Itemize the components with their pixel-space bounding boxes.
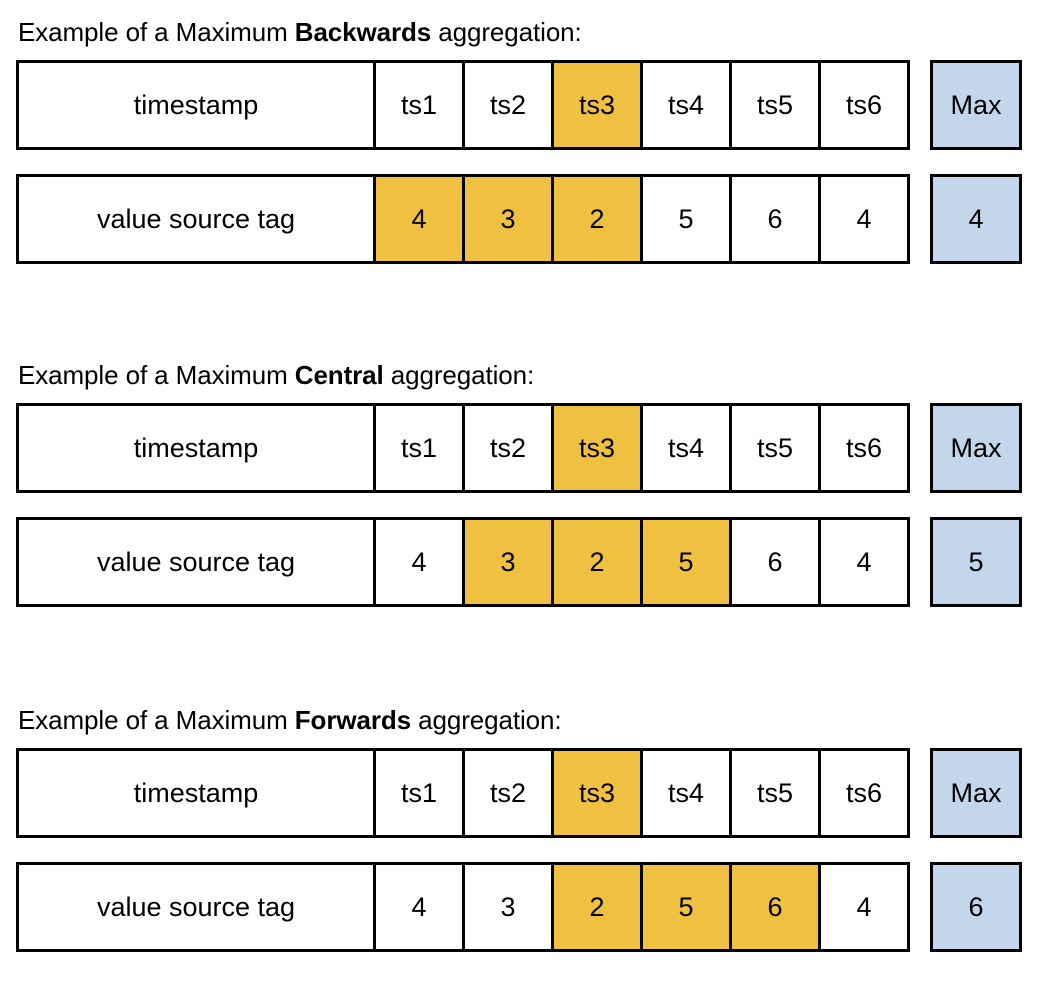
timestamp-row-box: timestamp ts1 ts2 ts3 ts4 ts5 ts6 [16,60,910,150]
cell-value-ts5: 6 [729,520,818,604]
row-label-timestamp: timestamp [19,63,373,147]
table-row-timestamp: timestamp ts1 ts2 ts3 ts4 ts5 ts6 Max [16,403,1030,493]
timestamp-row-box: timestamp ts1 ts2 ts3 ts4 ts5 ts6 [16,748,910,838]
cell-timestamp-ts2: ts2 [462,406,551,490]
cell-timestamp-ts3: ts3 [551,63,640,147]
max-value-cell: 6 [930,862,1022,952]
cell-value-ts2: 3 [462,865,551,949]
row-label-value-source-tag: value source tag [19,520,373,604]
cell-timestamp-ts3: ts3 [551,751,640,835]
table-row-value: value source tag 4 3 2 5 6 4 4 [16,174,1030,264]
cell-timestamp-ts4: ts4 [640,63,729,147]
cell-timestamp-ts5: ts5 [729,406,818,490]
cell-timestamp-ts2: ts2 [462,63,551,147]
cell-value-ts3: 2 [551,520,640,604]
row-label-value-source-tag: value source tag [19,177,373,261]
cell-timestamp-ts5: ts5 [729,63,818,147]
section-title-emphasis: Backwards [294,17,432,47]
row-label-timestamp: timestamp [19,751,373,835]
max-header-cell: Max [930,403,1022,493]
section-title-backwards: Example of a Maximum Backwards aggregati… [18,16,582,48]
cell-value-ts1: 4 [373,865,462,949]
cell-timestamp-ts4: ts4 [640,751,729,835]
section-title-suffix: aggregation: [383,360,535,390]
max-value-cell: 4 [930,174,1022,264]
section-title-emphasis: Central [294,360,384,390]
cell-timestamp-ts1: ts1 [373,406,462,490]
value-row-box: value source tag 4 3 2 5 6 4 [16,517,910,607]
cell-value-ts6: 4 [818,177,907,261]
value-row-box: value source tag 4 3 2 5 6 4 [16,862,910,952]
max-header-cell: Max [930,60,1022,150]
cell-value-ts5: 6 [729,865,818,949]
section-title-suffix: aggregation: [411,705,562,735]
cell-timestamp-ts1: ts1 [373,751,462,835]
timestamp-row-box: timestamp ts1 ts2 ts3 ts4 ts5 ts6 [16,403,910,493]
cell-value-ts2: 3 [462,520,551,604]
cell-timestamp-ts4: ts4 [640,406,729,490]
cell-value-ts1: 4 [373,177,462,261]
row-label-timestamp: timestamp [19,406,373,490]
cell-timestamp-ts6: ts6 [818,63,907,147]
cell-value-ts6: 4 [818,865,907,949]
table-forwards: timestamp ts1 ts2 ts3 ts4 ts5 ts6 Max va… [16,748,1030,952]
cell-timestamp-ts2: ts2 [462,751,551,835]
section-title-central: Example of a Maximum Central aggregation… [18,359,534,391]
max-value-cell: 5 [930,517,1022,607]
cell-value-ts3: 2 [551,865,640,949]
cell-value-ts4: 5 [640,520,729,604]
cell-value-ts1: 4 [373,520,462,604]
table-central: timestamp ts1 ts2 ts3 ts4 ts5 ts6 Max va… [16,403,1030,607]
cell-value-ts5: 6 [729,177,818,261]
table-row-value: value source tag 4 3 2 5 6 4 6 [16,862,1030,952]
cell-timestamp-ts5: ts5 [729,751,818,835]
section-title-emphasis: Forwards [294,705,411,735]
cell-value-ts6: 4 [818,520,907,604]
cell-value-ts2: 3 [462,177,551,261]
table-row-timestamp: timestamp ts1 ts2 ts3 ts4 ts5 ts6 Max [16,748,1030,838]
row-label-value-source-tag: value source tag [19,865,373,949]
table-row-value: value source tag 4 3 2 5 6 4 5 [16,517,1030,607]
section-title-suffix: aggregation: [431,17,582,47]
value-row-box: value source tag 4 3 2 5 6 4 [16,174,910,264]
cell-value-ts4: 5 [640,865,729,949]
section-title-prefix: Example of a Maximum [18,17,295,47]
cell-value-ts4: 5 [640,177,729,261]
table-row-timestamp: timestamp ts1 ts2 ts3 ts4 ts5 ts6 Max [16,60,1030,150]
table-backwards: timestamp ts1 ts2 ts3 ts4 ts5 ts6 Max va… [16,60,1030,264]
cell-timestamp-ts3: ts3 [551,406,640,490]
section-title-prefix: Example of a Maximum [18,360,295,390]
cell-timestamp-ts1: ts1 [373,63,462,147]
max-header-cell: Max [930,748,1022,838]
section-title-forwards: Example of a Maximum Forwards aggregatio… [18,704,562,736]
cell-value-ts3: 2 [551,177,640,261]
cell-timestamp-ts6: ts6 [818,751,907,835]
section-title-prefix: Example of a Maximum [18,705,295,735]
cell-timestamp-ts6: ts6 [818,406,907,490]
